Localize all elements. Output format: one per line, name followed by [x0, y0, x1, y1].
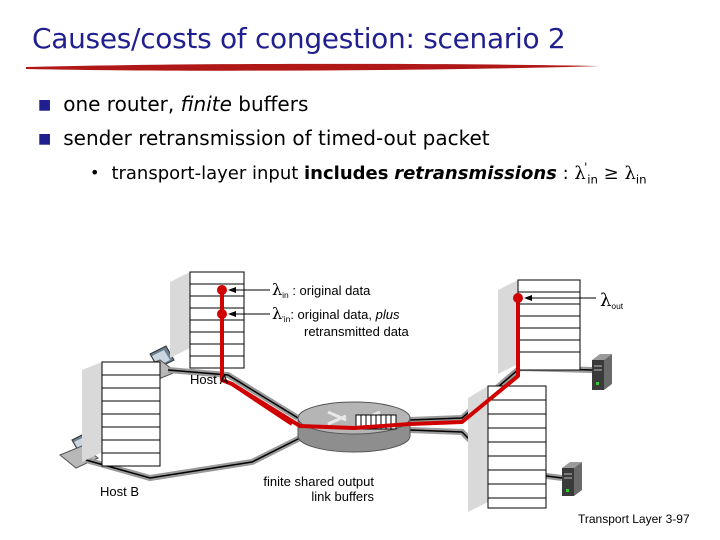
red-dot-retransmitted: [217, 309, 227, 319]
slide-title: Causes/costs of congestion: scenario 2: [32, 22, 566, 55]
server-icon: [592, 354, 612, 390]
server-icon: [562, 462, 582, 496]
lambda-in-label: λin : original data: [272, 280, 371, 300]
red-dot-original: [217, 285, 227, 295]
title-underline: [26, 63, 600, 71]
red-flow-path: [220, 292, 520, 430]
footer-text: Transport Layer: [578, 512, 663, 526]
red-dot-out: [513, 293, 523, 303]
lambda-out-label: λout: [600, 290, 624, 311]
host-b-buffer: [82, 361, 161, 467]
host-b-label: Host B: [100, 484, 140, 499]
bullet-finite-buffers: ■one router, finite buffers: [38, 92, 309, 116]
receiver-buffer-top: [498, 279, 581, 374]
retransmitted-data-label: retransmitted data: [304, 324, 409, 339]
host-a-label: Host A: [190, 372, 229, 387]
footer: Transport Layer 3-97: [578, 512, 690, 526]
page-number: 3-97: [665, 512, 690, 526]
host-a-buffer: [170, 271, 245, 369]
sub-bullet-transport-input: •transport-layer input includes retransm…: [90, 160, 647, 187]
lambda-prime-in-label: λ'in: original data, plus: [272, 304, 400, 324]
bullet-retransmission: ■sender retransmission of timed-out pack…: [38, 126, 490, 150]
receiver-buffer-bottom: [468, 385, 547, 512]
buffer-caption: finite shared output link buffers: [263, 474, 374, 504]
